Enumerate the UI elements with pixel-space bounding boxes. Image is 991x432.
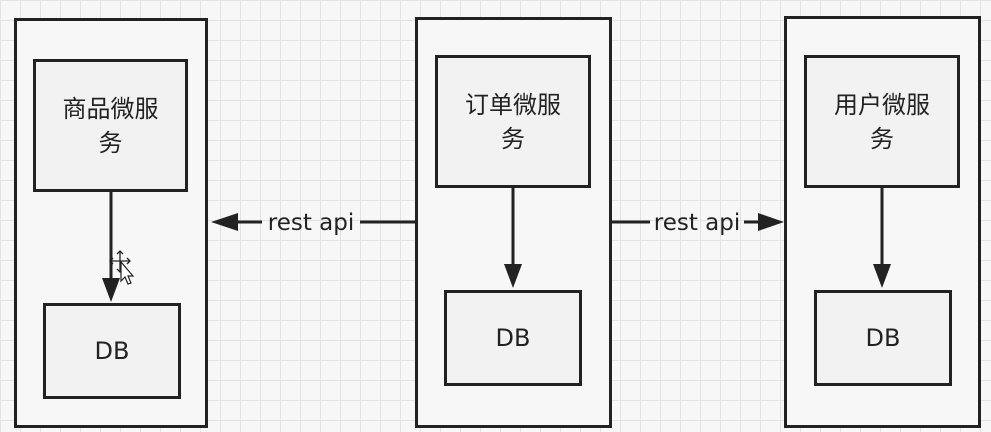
user-service-label: 用户微服 务 [834,90,930,153]
product-db-node[interactable]: DB [43,303,181,399]
user-service-node[interactable]: 用户微服 务 [804,55,960,188]
left-edge-label: rest api [268,210,355,236]
product-service-node[interactable]: 商品微服 务 [33,59,188,192]
order-service-node[interactable]: 订单微服 务 [435,55,591,188]
user-db-arrowhead [873,264,891,288]
order-db-arrowhead [504,264,522,288]
order-service-label: 订单微服 务 [465,90,561,153]
right-edge-arrowhead [758,213,784,231]
product-service-label: 商品微服 务 [62,94,159,157]
left-edge-arrowhead [211,213,238,231]
right-edge-label: rest api [654,210,741,236]
move-cursor-icon [109,250,135,285]
order-db-node[interactable]: DB [444,290,582,386]
product-db-label: DB [94,337,130,365]
user-db-node[interactable]: DB [814,290,952,386]
product-db-arrowhead [102,278,120,302]
order-db-label: DB [495,324,531,352]
user-db-label: DB [865,324,901,352]
